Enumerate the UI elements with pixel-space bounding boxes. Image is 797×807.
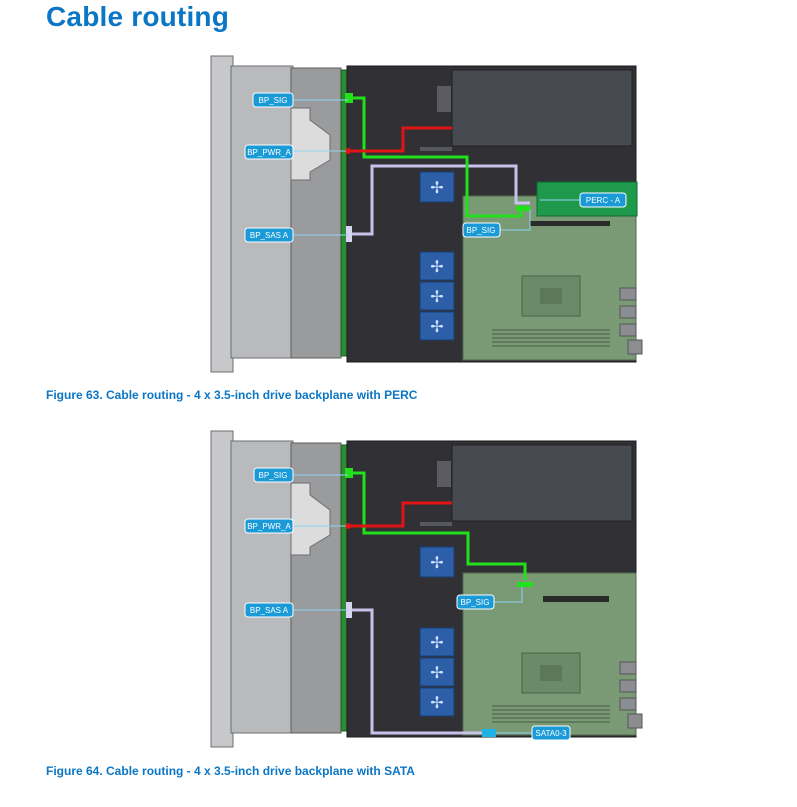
page-title: Cable routing (46, 1, 230, 32)
figure-63-diagram: ✢ ✢ ✢ ✢ BP_SIG BP_PWR_A BP (210, 55, 643, 373)
fan-1: ✢ (419, 171, 455, 203)
signal-cable (349, 471, 527, 580)
callout-bp-sig: BP_SIG (253, 467, 294, 483)
signal-connector (345, 93, 353, 103)
svg-text:BP_PWR_A: BP_PWR_A (247, 522, 291, 531)
rear-io-1 (619, 287, 637, 301)
fan-1: ✢ (419, 546, 455, 578)
power-cable (349, 126, 452, 153)
sas-connector (346, 602, 352, 618)
rear-io-1 (619, 661, 637, 675)
figure-64-diagram: ✢ ✢ ✢ ✢ BP_SIG BP_PWR_A (210, 430, 643, 748)
backplane-board (340, 444, 348, 732)
mb-signal-connector (516, 206, 530, 211)
cpu-core (540, 288, 562, 304)
svg-text:✢: ✢ (430, 693, 443, 712)
psu-connector (420, 522, 452, 526)
svg-text:✢: ✢ (430, 317, 443, 336)
signal-connector (345, 468, 353, 478)
psu-handle (437, 461, 451, 487)
drive-cage (230, 440, 294, 734)
leader-mb-sig (500, 210, 531, 231)
dimm-slots-bottom (492, 329, 610, 347)
power-cable (349, 501, 452, 528)
svg-text:✢: ✢ (430, 633, 443, 652)
svg-text:BP_SIG: BP_SIG (259, 96, 288, 105)
mb-signal-connector (517, 582, 533, 587)
riser-slot (543, 596, 609, 602)
rear-io-3 (619, 697, 637, 711)
callout-perc-a: PERC - A (579, 192, 627, 208)
svg-text:BP_SAS A: BP_SAS A (250, 231, 289, 240)
backplane-cutout (290, 107, 331, 181)
psu-connector (420, 147, 452, 151)
svg-text:✢: ✢ (430, 287, 443, 306)
svg-text:BP_PWR_A: BP_PWR_A (247, 148, 291, 157)
rear-io-4 (627, 339, 643, 355)
figure-63: ✢ ✢ ✢ ✢ BP_SIG BP_PWR_A BP (46, 55, 643, 402)
svg-text:BP_SAS A: BP_SAS A (250, 606, 289, 615)
sata-connector (482, 729, 496, 737)
figure-64: ✢ ✢ ✢ ✢ BP_SIG BP_PWR_A (0, 410, 797, 807)
callout-bp-sig: BP_SIG (252, 92, 294, 108)
fan-4: ✢ (419, 311, 455, 341)
leader-mb-sig (492, 587, 523, 603)
rear-io-2 (619, 305, 637, 319)
fan-4: ✢ (419, 687, 455, 717)
callout-sata: SATA0-3 (531, 725, 571, 741)
callout-bp-sas-a: BP_SAS A (244, 602, 294, 618)
cpu-core (540, 665, 562, 681)
power-connector (345, 523, 351, 529)
callout-bp-pwr-a: BP_PWR_A (244, 144, 294, 160)
svg-text:PERC - A: PERC - A (586, 196, 621, 205)
svg-text:BP_SIG: BP_SIG (467, 226, 496, 235)
callout-mb-bp-sig: BP_SIG (456, 594, 495, 610)
rear-io-3 (619, 323, 637, 337)
figure-63-caption: Figure 63. Cable routing - 4 x 3.5-inch … (46, 388, 418, 402)
power-connector (345, 148, 351, 154)
psu-handle (437, 86, 451, 112)
dimm-slots-bottom (492, 705, 610, 723)
svg-text:BP_SIG: BP_SIG (461, 598, 490, 607)
backplane-cutout (290, 482, 331, 556)
sas-cable (351, 164, 530, 236)
svg-text:✢: ✢ (430, 553, 443, 572)
sas-connector (346, 226, 352, 242)
svg-text:BP_SIG: BP_SIG (259, 471, 288, 480)
fan-2: ✢ (419, 251, 455, 281)
backplane-board (340, 69, 348, 357)
rear-io-4 (627, 713, 643, 729)
svg-text:✢: ✢ (430, 663, 443, 682)
svg-text:✢: ✢ (430, 257, 443, 276)
svg-text:✢: ✢ (430, 178, 443, 197)
drive-cage (230, 65, 294, 359)
front-bezel (210, 430, 234, 748)
front-bezel (210, 55, 234, 373)
callout-mb-bp-sig: BP_SIG (462, 222, 501, 238)
fan-2: ✢ (419, 627, 455, 657)
sas-cable (351, 608, 490, 735)
psu-bay (451, 444, 633, 522)
figure-64-caption: Figure 64. Cable routing - 4 x 3.5-inch … (46, 764, 415, 778)
psu-bay (451, 69, 633, 147)
rear-io-2 (619, 679, 637, 693)
svg-text:SATA0-3: SATA0-3 (535, 729, 567, 738)
fan-3: ✢ (419, 281, 455, 311)
riser-slot (530, 221, 610, 226)
fan-3: ✢ (419, 657, 455, 687)
callout-bp-sas-a: BP_SAS A (244, 227, 294, 243)
callout-bp-pwr-a: BP_PWR_A (244, 518, 294, 534)
signal-cable (349, 96, 523, 218)
